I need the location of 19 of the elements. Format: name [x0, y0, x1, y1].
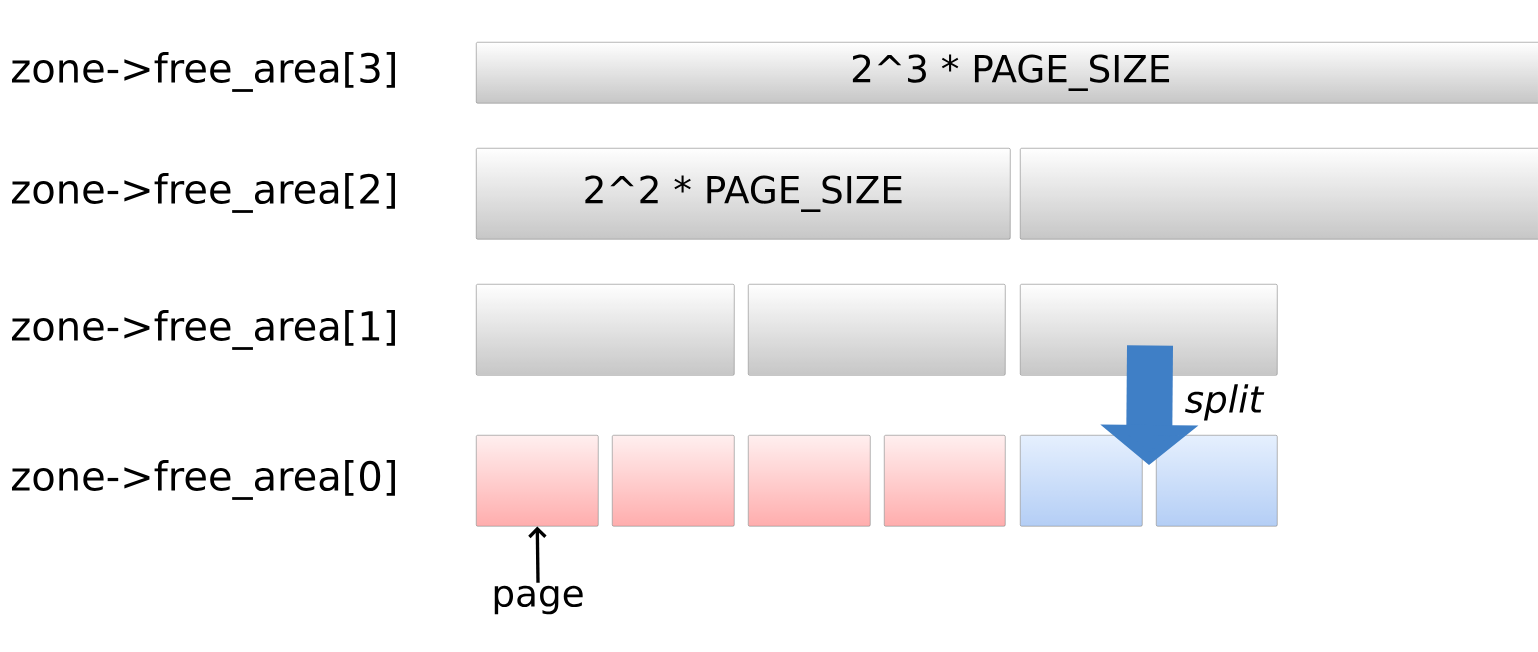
- empty-block: [748, 284, 1006, 376]
- arrow: [528, 526, 547, 583]
- memory-block: 2^3 * PAGE_SIZE: [476, 42, 1538, 104]
- row-label: zone->free_area[0]: [12, 460, 395, 500]
- empty-block: [476, 435, 599, 527]
- empty-block: [1156, 435, 1278, 527]
- empty-block: [612, 435, 735, 527]
- edge-label: split: [1185, 384, 1265, 421]
- empty-block: [884, 435, 1006, 527]
- row-label: zone->free_area[3]: [12, 52, 395, 92]
- memory-block: 2^2 * PAGE_SIZE: [476, 148, 1011, 240]
- empty-block: [1020, 148, 1538, 240]
- empty-block: [476, 284, 735, 376]
- empty-block: [1020, 435, 1143, 527]
- row-label: zone->free_area[1]: [12, 310, 395, 350]
- empty-block: [748, 435, 871, 527]
- row-label: zone->free_area[2]: [12, 173, 395, 213]
- empty-block: [1020, 284, 1278, 376]
- page-label: page: [494, 585, 583, 615]
